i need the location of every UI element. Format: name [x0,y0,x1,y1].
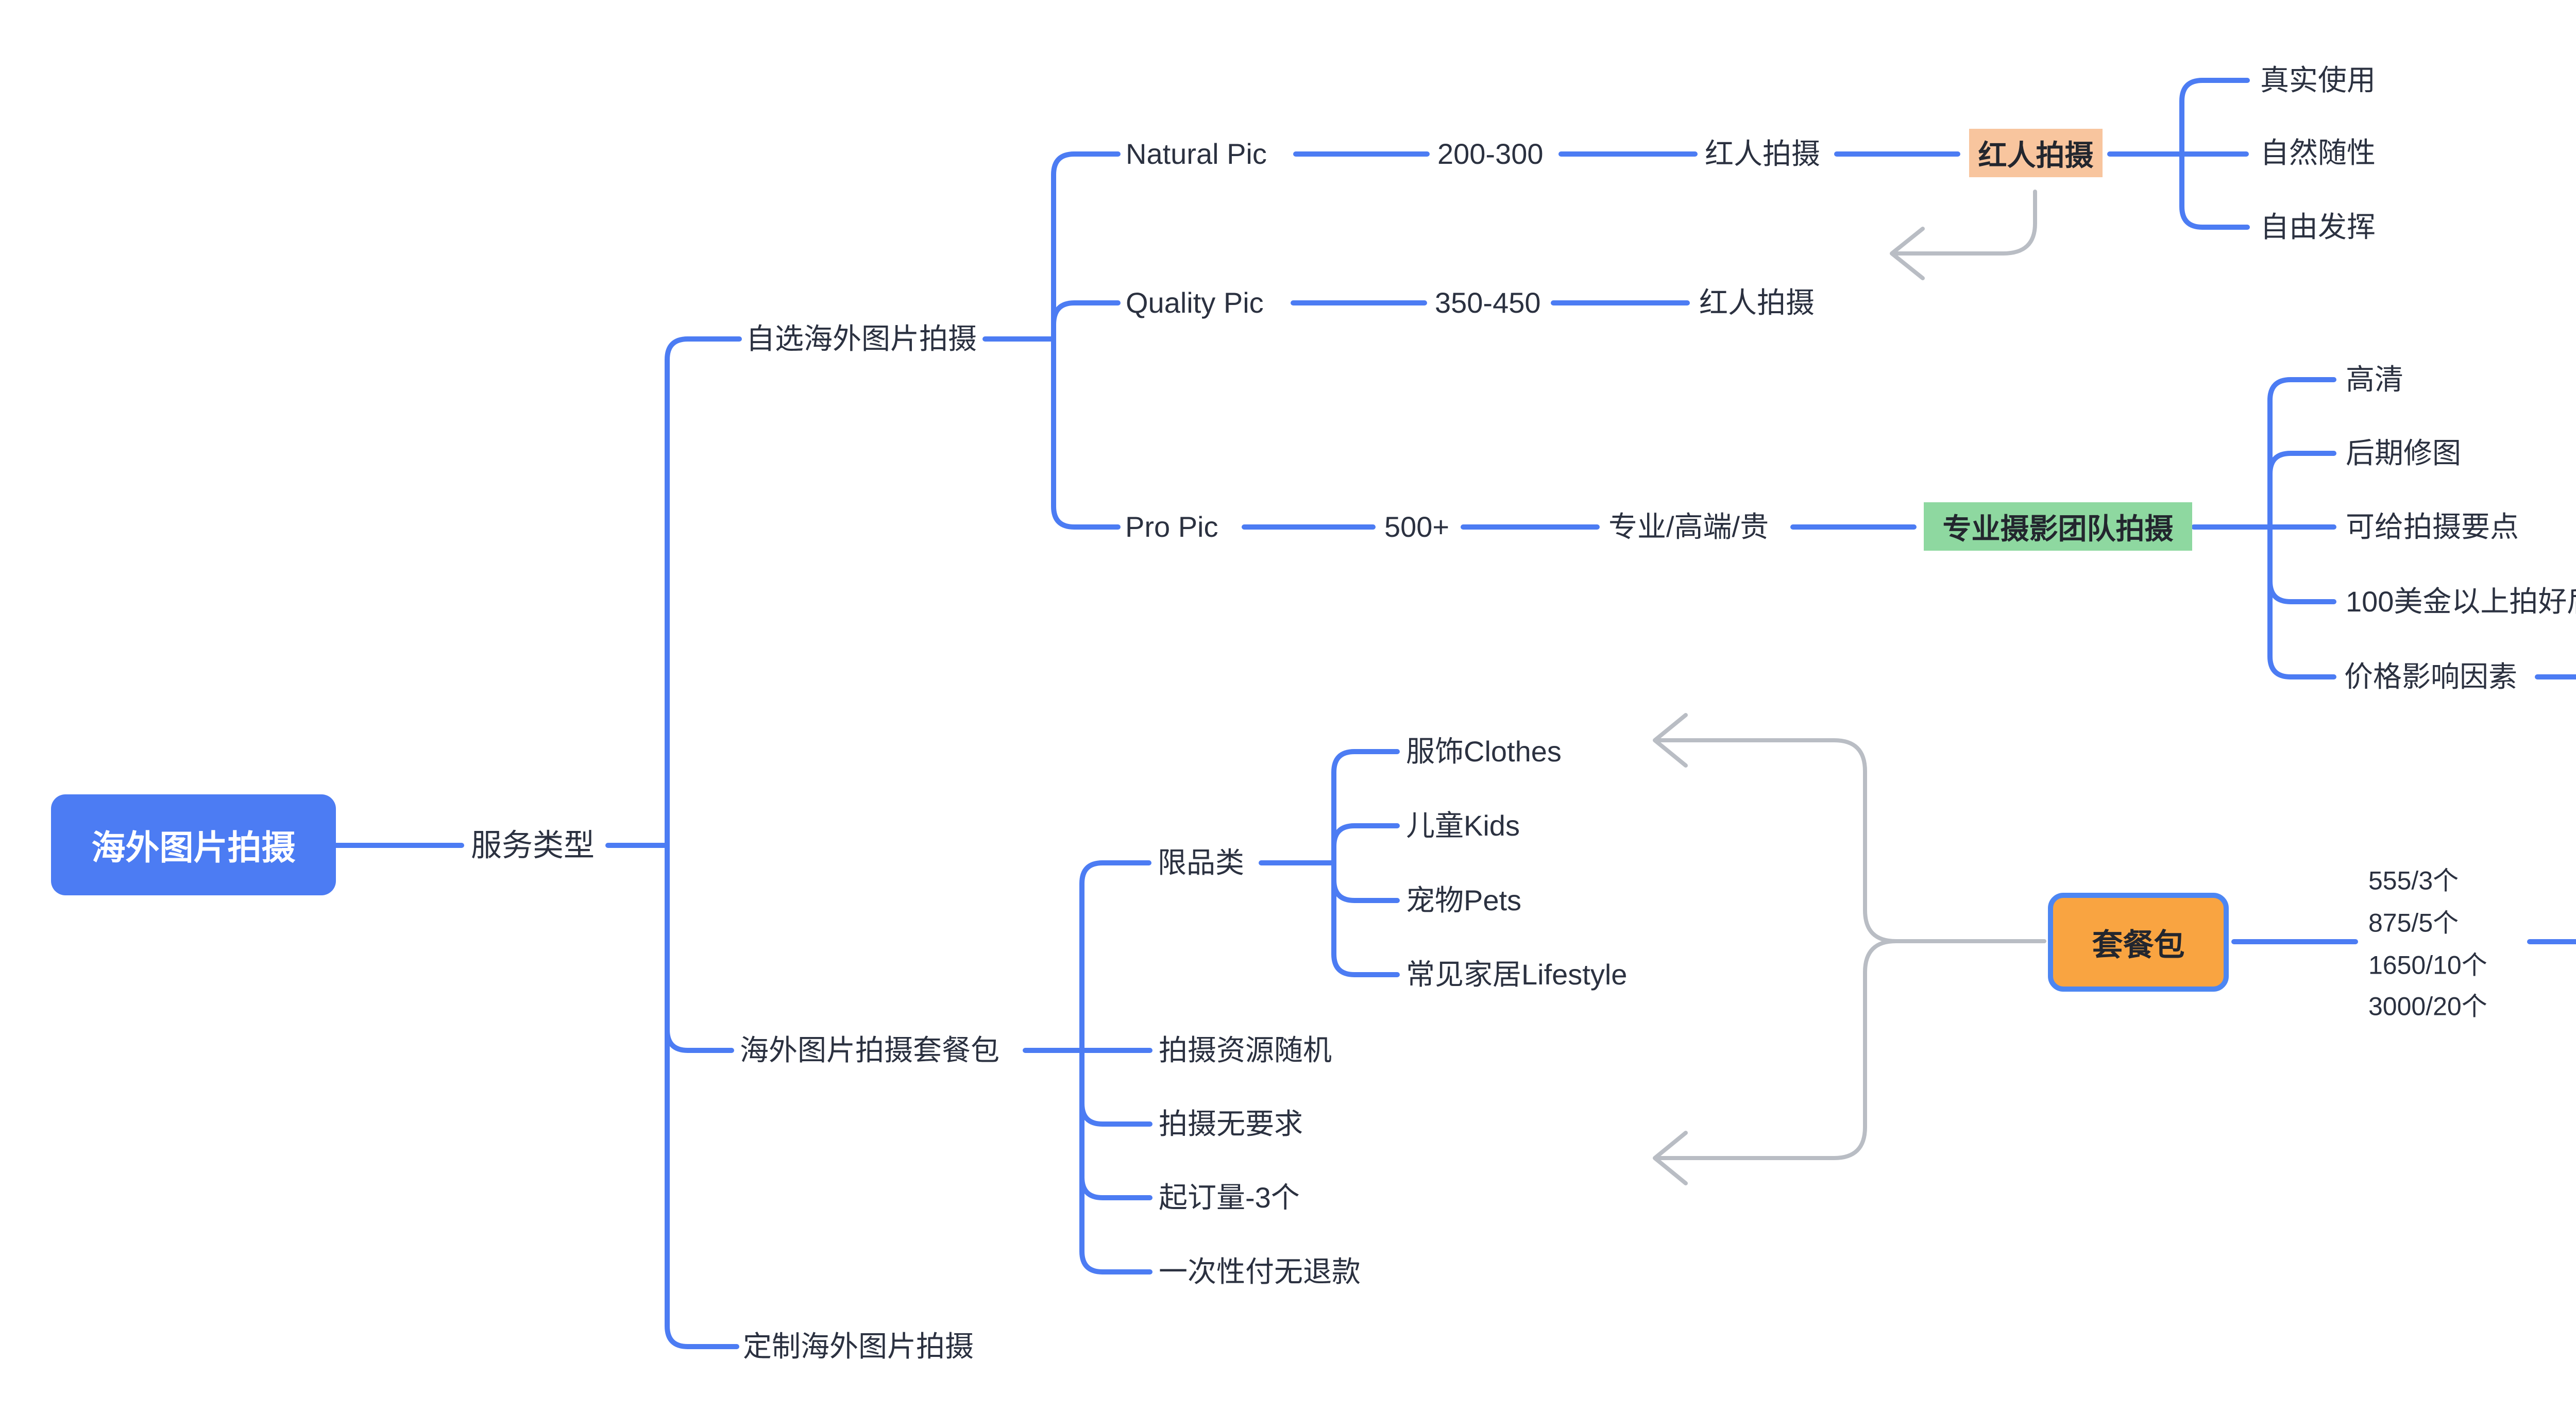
node-natural-pic[interactable]: Natural Pic [1126,137,1267,170]
stub-package [665,1027,734,1053]
branch-package[interactable]: 海外图片拍摄套餐包 [740,1033,999,1066]
node-package-box[interactable]: 套餐包 [2048,893,2229,992]
node-hd[interactable]: 高清 [2346,363,2403,396]
node-clothes[interactable]: 服饰Clothes [1406,735,1562,768]
node-shooting-points[interactable]: 可给拍摄要点 [2346,510,2519,543]
node-tier-2[interactable]: 875/5个 [2368,908,2459,938]
node-limited-category[interactable]: 限品类 [1158,846,1244,879]
node-min-order[interactable]: 起订量-3个 [1159,1181,1300,1214]
spine-package-terms [1079,860,1105,1274]
branch-connectors [333,78,2576,1349]
node-pets[interactable]: 宠物Pets [1406,883,1522,916]
spine-influencer-features [2179,78,2205,230]
node-pro-desc[interactable]: 专业/高端/贵 [1608,510,1769,543]
node-free-play[interactable]: 自由发挥 [2260,210,2376,243]
node-natural-shooter[interactable]: 红人拍摄 [1705,137,1820,170]
arrow-package-top [1654,738,2046,943]
stub-pets [1331,877,1400,903]
arrow-package-bottom [1654,939,1898,1160]
node-no-refund[interactable]: 一次性付无退款 [1159,1255,1361,1288]
stub-kids [1331,823,1400,849]
relation-node-service-type[interactable]: 服务类型 [471,828,595,863]
node-pro-price[interactable]: 500+ [1384,510,1450,543]
stub-quality [1051,300,1121,327]
node-over-100-edit[interactable]: 100美金以上拍好后可修改 [2346,585,2576,618]
branch-custom[interactable]: 定制海外图片拍摄 [743,1330,974,1363]
node-real-use[interactable]: 真实使用 [2260,63,2376,96]
node-quality-price[interactable]: 350-450 [1435,286,1541,319]
relation-arrows [1653,190,2046,1185]
stub-retouch [2267,451,2336,477]
node-tier-1[interactable]: 555/3个 [2368,866,2459,895]
arrow-influencer-ref [1893,190,2037,256]
spine-main [665,336,690,1349]
node-retouch[interactable]: 后期修图 [2346,436,2461,469]
node-influencer-highlight[interactable]: 红人拍摄 [1969,129,2103,177]
node-quality-shooter[interactable]: 红人拍摄 [1699,286,1815,319]
node-pro-team-highlight[interactable]: 专业摄影团队拍摄 [1924,502,2192,551]
arrowhead-bottom-icon [1653,1131,1688,1185]
node-price-factors[interactable]: 价格影响因素 [2344,660,2517,693]
stub-over100 [2267,579,2336,604]
node-natural-casual[interactable]: 自然随性 [2260,136,2376,169]
node-random-resource[interactable]: 拍摄资源随机 [1159,1033,1332,1066]
node-kids[interactable]: 儿童Kids [1406,809,1520,842]
node-pro-pic[interactable]: Pro Pic [1125,510,1218,543]
stub-minorder [1079,1175,1153,1200]
arrowhead-top-icon [1653,713,1688,768]
node-no-requirement[interactable]: 拍摄无要求 [1159,1107,1303,1140]
node-tier-3[interactable]: 1650/10个 [2368,950,2487,980]
stub-norequire [1079,1101,1153,1127]
arrowhead-influencer-icon [1890,227,1925,280]
spine-pictypes [1051,151,1077,530]
node-natural-price[interactable]: 200-300 [1437,137,1544,170]
node-quality-pic[interactable]: Quality Pic [1126,286,1264,319]
branch-select[interactable]: 自选海外图片拍摄 [746,322,977,355]
spine-categories [1331,749,1357,977]
node-lifestyle[interactable]: 常见家居Lifestyle [1406,958,1628,991]
node-tier-4[interactable]: 3000/20个 [2368,992,2487,1021]
root-node[interactable]: 海外图片拍摄 [51,794,336,895]
